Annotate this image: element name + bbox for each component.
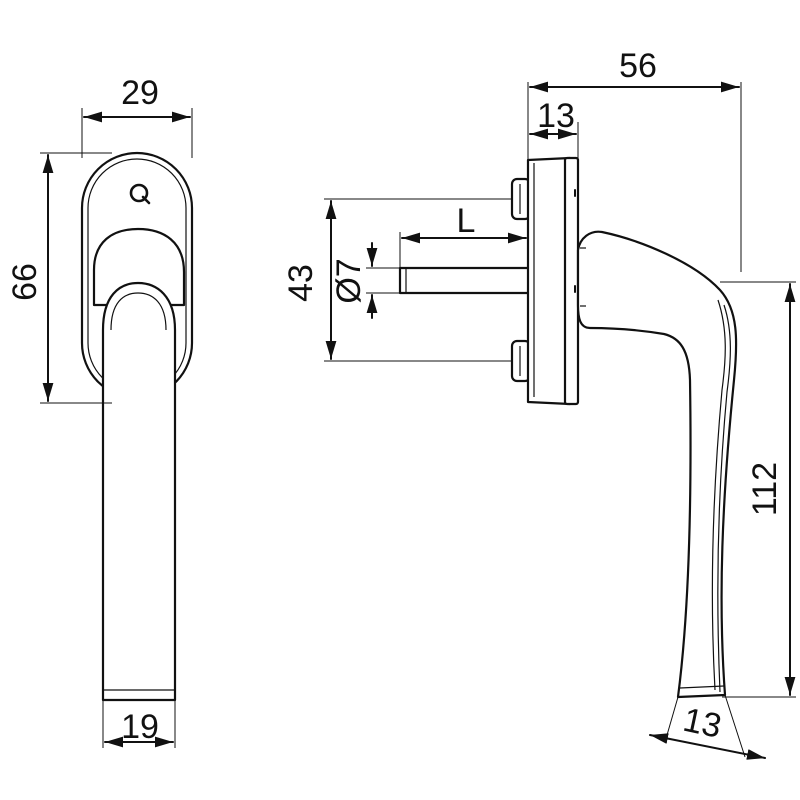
brand-logo-icon [129,183,151,205]
side-handle-face-edge [711,299,726,691]
spindle [398,266,532,295]
dim-side-total-width: 56 [619,47,657,85]
front-handle-neck [92,227,186,307]
front-grip-inner-edge [110,292,167,331]
front-view: 29 66 19 [6,74,194,748]
dim-handle-height: 112 [746,462,784,516]
dim-screw-spacing: 43 [282,264,320,302]
front-handle-grip [101,281,177,702]
dim-grip-width: 19 [121,708,159,746]
side-rose-cover [563,156,580,406]
dim-13-tip-line [649,733,766,760]
dim-rose-depth: 13 [537,97,575,135]
dim-tip-width: 13 [680,701,725,746]
dim-spindle-diameter: Ø7 [330,258,368,303]
side-handle [576,230,738,699]
dim-front-height: 66 [6,263,44,301]
side-handle-face-edge-2 [717,304,731,693]
dim-spindle-length: L [457,202,476,240]
side-view: 56 13 43 L Ø7 112 13 [282,47,796,760]
dim-front-width: 29 [121,74,159,112]
